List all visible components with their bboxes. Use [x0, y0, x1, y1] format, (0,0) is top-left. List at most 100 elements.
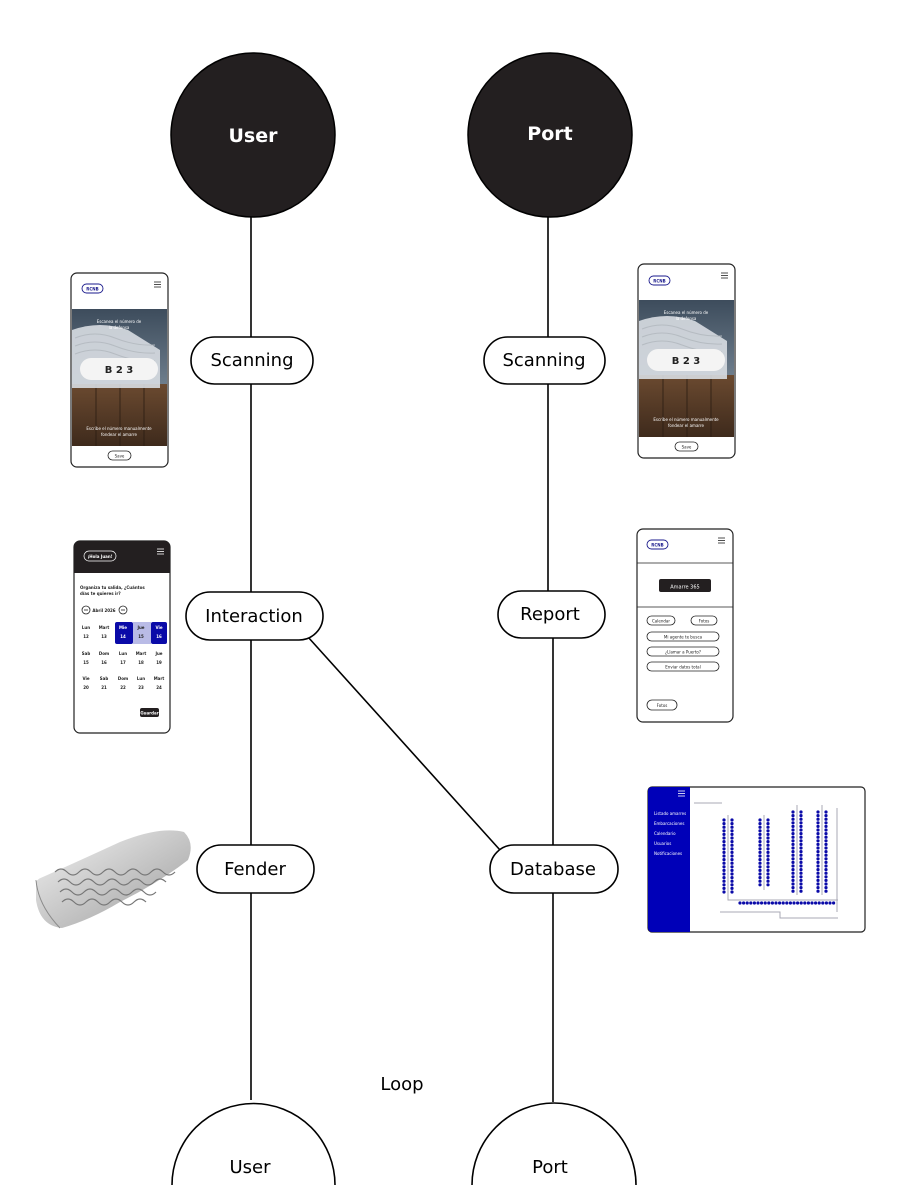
berth-dot[interactable] [799, 901, 803, 905]
calendar-save-button[interactable] [140, 708, 159, 717]
berth-dot[interactable] [758, 876, 762, 880]
berth-dot[interactable] [799, 871, 803, 875]
berth-dot[interactable] [824, 901, 829, 905]
berth-dot[interactable] [730, 872, 734, 876]
berth-dot[interactable] [766, 832, 770, 837]
berth-dot[interactable] [799, 886, 803, 890]
menu-icon[interactable] [154, 281, 161, 288]
berth-dot[interactable] [722, 818, 726, 822]
berth-dot[interactable] [730, 825, 734, 829]
berth-dot[interactable] [816, 814, 820, 818]
berth-dot[interactable] [824, 828, 828, 832]
berth-dot[interactable] [791, 886, 795, 890]
berth-dot[interactable] [791, 814, 795, 818]
berth-dot[interactable] [722, 840, 726, 844]
menu-icon[interactable] [721, 272, 728, 279]
berth-dot[interactable] [824, 832, 828, 836]
berth-dot[interactable] [799, 824, 803, 829]
berth-dot[interactable] [770, 901, 775, 905]
berth-dot[interactable] [730, 883, 734, 887]
berth-dot[interactable] [722, 861, 726, 865]
db-menu-item[interactable]: Listado amarres [654, 811, 686, 816]
berth-dot[interactable] [799, 828, 803, 832]
berth-dot[interactable] [791, 832, 795, 836]
berth-dot[interactable] [730, 840, 734, 844]
berth-dot[interactable] [816, 835, 820, 839]
berth-dot[interactable] [799, 860, 803, 865]
berth-dot[interactable] [730, 854, 734, 858]
berth-dot[interactable] [799, 814, 803, 818]
berth-dot[interactable] [791, 868, 795, 872]
berth-dot[interactable] [791, 839, 795, 843]
db-menu-item[interactable]: Embarcaciones [654, 821, 684, 826]
berth-dot[interactable] [791, 835, 795, 839]
berth-dot[interactable] [758, 858, 762, 862]
berth-dot[interactable] [824, 853, 828, 857]
berth-dot[interactable] [799, 882, 803, 886]
berth-dot[interactable] [824, 882, 828, 886]
berth-dot[interactable] [785, 901, 789, 905]
berth-dot[interactable] [816, 882, 820, 886]
berth-dot[interactable] [824, 846, 828, 850]
berth-dot[interactable] [766, 836, 770, 840]
berth-dot[interactable] [722, 847, 726, 851]
berth-dot[interactable] [791, 828, 795, 832]
berth-dot[interactable] [824, 814, 828, 818]
berth-dot[interactable] [824, 842, 828, 847]
berth-dot[interactable] [824, 857, 828, 861]
db-menu-item[interactable]: Usuarios [654, 841, 671, 846]
berth-dot[interactable] [730, 832, 734, 837]
berth-dot[interactable] [730, 886, 734, 891]
berth-dot[interactable] [722, 832, 726, 837]
menu-icon[interactable] [678, 790, 685, 797]
berth-dot[interactable] [722, 886, 726, 891]
berth-dot[interactable] [803, 901, 807, 905]
berth-dot[interactable] [824, 835, 828, 839]
db-menu-item[interactable]: Calendario [654, 831, 676, 836]
berth-dot[interactable] [824, 886, 828, 890]
berth-dot[interactable] [824, 839, 828, 843]
berth-dot[interactable] [766, 825, 770, 829]
berth-dot[interactable] [758, 832, 762, 837]
berth-dot[interactable] [722, 850, 726, 855]
berth-dot[interactable] [767, 901, 771, 905]
berth-dot[interactable] [766, 822, 770, 826]
phone-scan-left-save-button[interactable] [107, 450, 132, 461]
berth-dot[interactable] [824, 821, 828, 825]
berth-dot[interactable] [816, 810, 820, 814]
calendar-selected-day[interactable] [115, 622, 133, 644]
berth-dot[interactable] [722, 872, 726, 876]
berth-dot[interactable] [730, 861, 734, 865]
berth-dot[interactable] [824, 868, 828, 872]
berth-dot[interactable] [817, 901, 821, 905]
berth-dot[interactable] [806, 901, 811, 905]
berth-dot[interactable] [781, 901, 785, 905]
berth-dot[interactable] [730, 876, 734, 880]
report-photos-button[interactable] [690, 615, 718, 626]
berth-dot[interactable] [758, 829, 762, 833]
berth-dot[interactable] [745, 901, 749, 905]
berth-dot[interactable] [766, 850, 770, 855]
berth-dot[interactable] [722, 890, 726, 894]
berth-dot[interactable] [816, 860, 820, 865]
berth-dot[interactable] [824, 878, 828, 883]
berth-dot[interactable] [816, 824, 820, 829]
berth-dot[interactable] [816, 878, 820, 883]
berth-dot[interactable] [796, 901, 800, 905]
berth-dot[interactable] [722, 883, 726, 887]
berth-dot[interactable] [758, 840, 762, 844]
report-agent-button[interactable] [646, 631, 720, 642]
berth-dot[interactable] [758, 879, 762, 883]
berth-dot[interactable] [766, 865, 770, 869]
berth-dot[interactable] [730, 818, 734, 822]
berth-dot[interactable] [799, 875, 803, 879]
berth-dot[interactable] [816, 871, 820, 875]
berth-dot[interactable] [758, 872, 762, 876]
report-calendar-button[interactable] [646, 615, 676, 626]
berth-dot[interactable] [824, 824, 828, 829]
berth-dot[interactable] [758, 818, 762, 822]
report-bottom-button[interactable] [646, 699, 678, 711]
berth-dot[interactable] [722, 868, 726, 873]
berth-dot[interactable] [810, 901, 814, 905]
berth-dot[interactable] [722, 836, 726, 840]
